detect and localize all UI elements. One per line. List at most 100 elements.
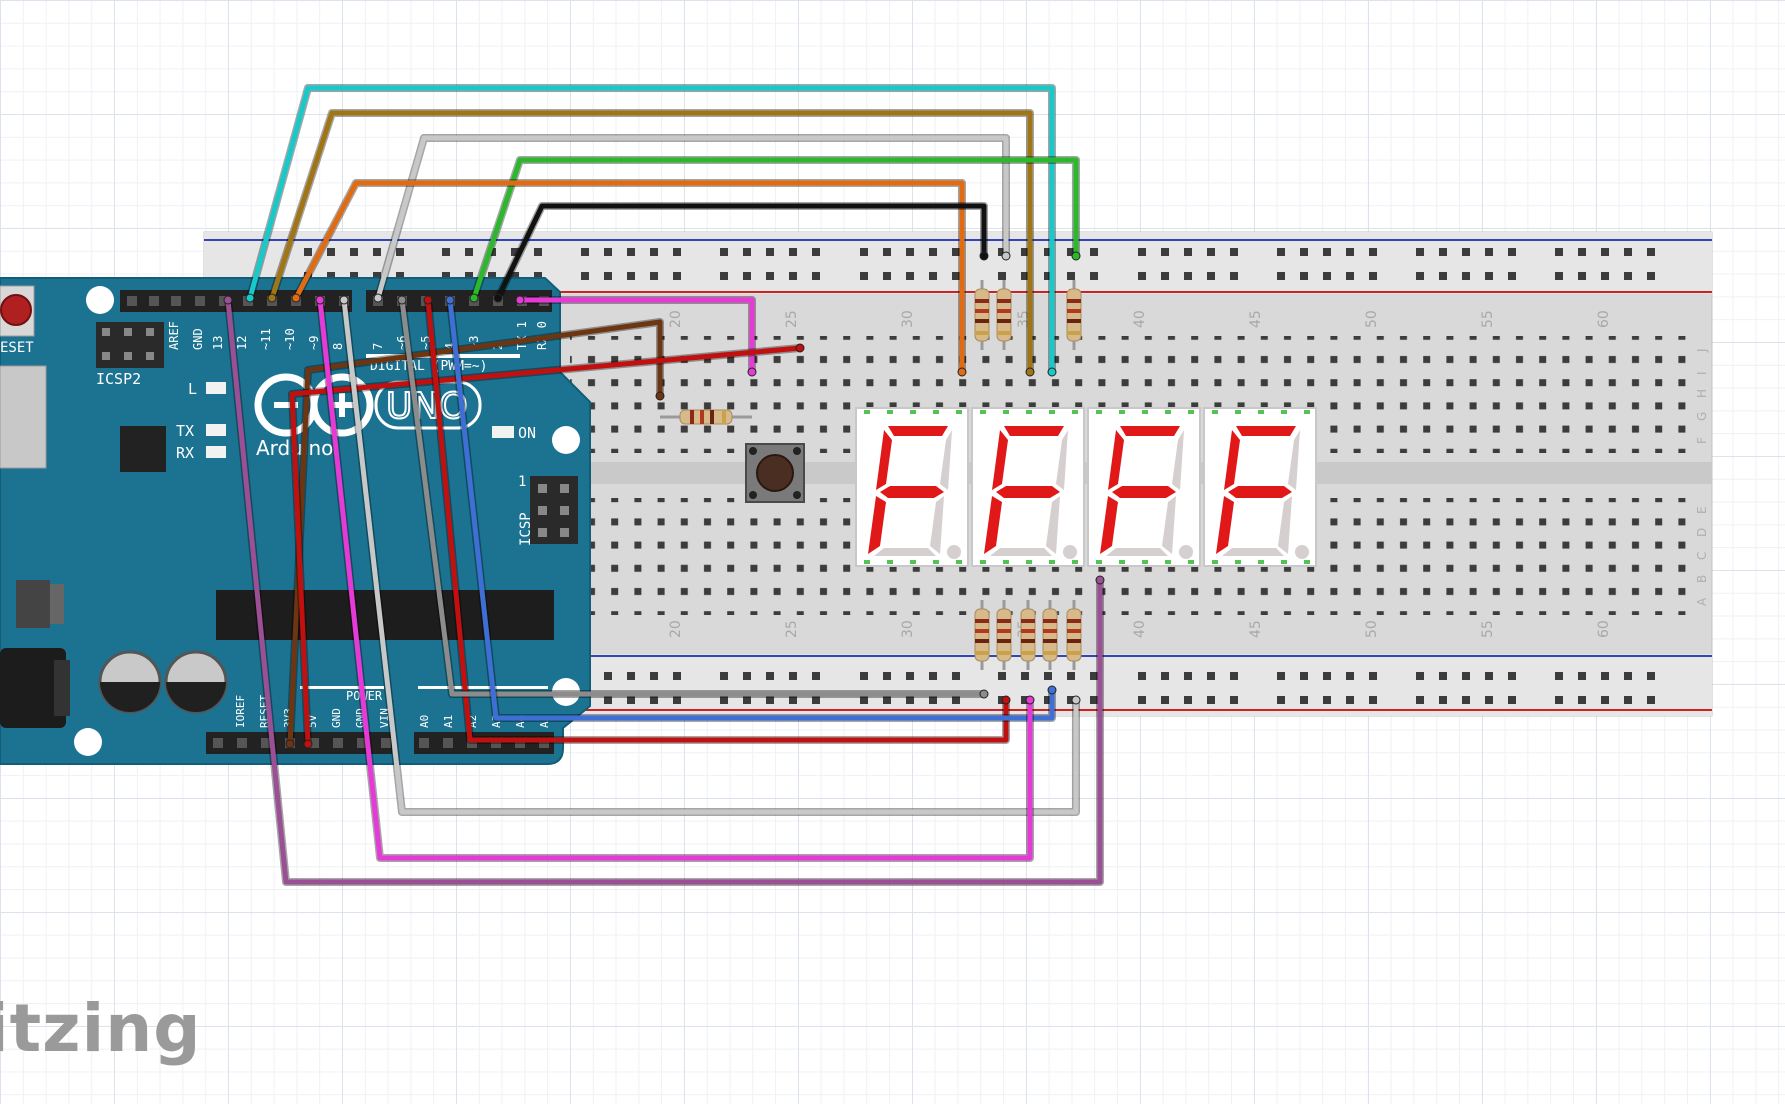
seven-segment-display[interactable] xyxy=(1203,407,1317,567)
rail-hole[interactable] xyxy=(673,672,681,680)
rail-hole[interactable] xyxy=(1416,672,1424,680)
rail-hole[interactable] xyxy=(1138,248,1146,256)
rail-hole[interactable] xyxy=(396,272,404,280)
rail-hole[interactable] xyxy=(350,272,358,280)
rail-hole[interactable] xyxy=(860,272,868,280)
pushbutton[interactable] xyxy=(745,443,805,503)
wire-orange[interactable] xyxy=(293,180,965,375)
rail-hole[interactable] xyxy=(673,248,681,256)
rail-hole[interactable] xyxy=(1416,248,1424,256)
rail-hole[interactable] xyxy=(304,248,312,256)
wires[interactable] xyxy=(223,84,1105,886)
rail-hole[interactable] xyxy=(511,248,519,256)
rail-hole[interactable] xyxy=(1067,272,1075,280)
rail-hole[interactable] xyxy=(952,672,960,680)
rail-hole[interactable] xyxy=(1485,272,1493,280)
rail-hole[interactable] xyxy=(743,272,751,280)
rail-hole[interactable] xyxy=(511,272,519,280)
rail-hole[interactable] xyxy=(1647,248,1655,256)
rail-hole[interactable] xyxy=(1416,272,1424,280)
rail-hole[interactable] xyxy=(1346,696,1354,704)
rail-hole[interactable] xyxy=(1369,272,1377,280)
rail-hole[interactable] xyxy=(860,696,868,704)
rail-hole[interactable] xyxy=(442,272,450,280)
icsp2-header[interactable] xyxy=(96,322,164,368)
rail-hole[interactable] xyxy=(1601,696,1609,704)
wire-end[interactable] xyxy=(1047,367,1057,377)
header-socket[interactable] xyxy=(213,738,223,748)
wire-end[interactable] xyxy=(291,293,301,303)
wire-end[interactable] xyxy=(1095,575,1105,585)
wire-end[interactable] xyxy=(1025,367,1035,377)
rail-hole[interactable] xyxy=(1300,696,1308,704)
rail-hole[interactable] xyxy=(1647,696,1655,704)
reset-button[interactable] xyxy=(0,294,32,326)
wire-end[interactable] xyxy=(979,689,989,699)
header-socket[interactable] xyxy=(127,296,137,306)
rail-hole[interactable] xyxy=(1624,272,1632,280)
wire-end[interactable] xyxy=(339,295,349,305)
header-socket[interactable] xyxy=(491,738,501,748)
rail-hole[interactable] xyxy=(1138,672,1146,680)
rail-hole[interactable] xyxy=(1184,696,1192,704)
rail-hole[interactable] xyxy=(1277,672,1285,680)
header-socket[interactable] xyxy=(309,738,319,748)
header-socket[interactable] xyxy=(419,738,429,748)
rail-hole[interactable] xyxy=(720,248,728,256)
rail-hole[interactable] xyxy=(1323,248,1331,256)
header-socket[interactable] xyxy=(195,296,205,306)
rail-hole[interactable] xyxy=(743,248,751,256)
header-socket[interactable] xyxy=(261,738,271,748)
rail-hole[interactable] xyxy=(650,272,658,280)
wire-end[interactable] xyxy=(423,295,433,305)
resistor[interactable] xyxy=(996,600,1012,670)
wire-white[interactable] xyxy=(375,135,1009,301)
rail-hole[interactable] xyxy=(929,696,937,704)
rail-hole[interactable] xyxy=(627,272,635,280)
rail-hole[interactable] xyxy=(1044,272,1052,280)
rail-hole[interactable] xyxy=(1508,672,1516,680)
wire-end[interactable] xyxy=(315,295,325,305)
wire-end[interactable] xyxy=(1001,695,1011,705)
rail-hole[interactable] xyxy=(883,672,891,680)
header-socket[interactable] xyxy=(381,738,391,748)
rail-hole[interactable] xyxy=(1578,672,1586,680)
arduino-uno[interactable]: ESET ICSP2 xyxy=(0,277,591,765)
wire-magenta[interactable] xyxy=(317,297,1033,861)
rail-hole[interactable] xyxy=(1624,672,1632,680)
rail-hole[interactable] xyxy=(1601,272,1609,280)
rail-hole[interactable] xyxy=(952,696,960,704)
rail-hole[interactable] xyxy=(1207,672,1215,680)
rail-hole[interactable] xyxy=(650,248,658,256)
wire-magenta[interactable] xyxy=(517,297,755,375)
rail-hole[interactable] xyxy=(1161,672,1169,680)
rail-hole[interactable] xyxy=(1067,696,1075,704)
rail-hole[interactable] xyxy=(1416,696,1424,704)
rail-hole[interactable] xyxy=(373,272,381,280)
wire-end[interactable] xyxy=(1025,695,1035,705)
rail-hole[interactable] xyxy=(1555,272,1563,280)
rail-hole[interactable] xyxy=(673,272,681,280)
rail-hole[interactable] xyxy=(1067,248,1075,256)
rail-hole[interactable] xyxy=(1138,272,1146,280)
resistor[interactable] xyxy=(1042,600,1058,670)
rail-hole[interactable] xyxy=(883,248,891,256)
wire-end[interactable] xyxy=(397,295,407,305)
header-socket[interactable] xyxy=(149,296,159,306)
rail-hole[interactable] xyxy=(1346,672,1354,680)
rail-hole[interactable] xyxy=(1346,272,1354,280)
wire-end[interactable] xyxy=(655,391,665,401)
rail-hole[interactable] xyxy=(1207,696,1215,704)
rail-hole[interactable] xyxy=(1439,248,1447,256)
wire-end[interactable] xyxy=(373,293,383,303)
wire-end[interactable] xyxy=(493,293,503,303)
rail-hole[interactable] xyxy=(1230,696,1238,704)
seven-segment-displays[interactable] xyxy=(855,407,1317,567)
rail-hole[interactable] xyxy=(1021,248,1029,256)
rail-hole[interactable] xyxy=(1230,272,1238,280)
rail-hole[interactable] xyxy=(1555,248,1563,256)
rail-hole[interactable] xyxy=(1647,672,1655,680)
resistor[interactable] xyxy=(1020,600,1036,670)
wire-end[interactable] xyxy=(469,293,479,303)
rail-hole[interactable] xyxy=(604,272,612,280)
